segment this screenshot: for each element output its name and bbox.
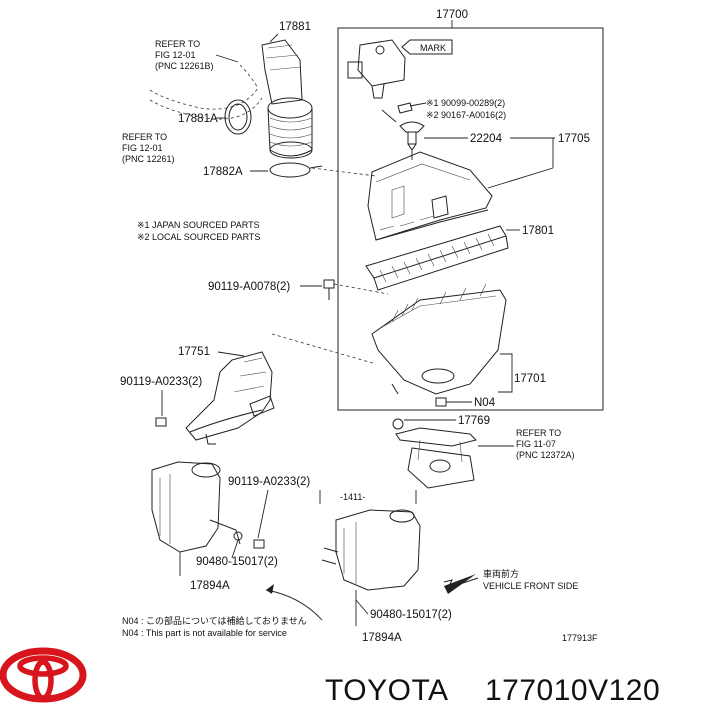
refer1-line2: FIG 12-01 — [155, 50, 196, 60]
refer1-line3: (PNC 12261B) — [155, 61, 214, 71]
label-17882A: 17882A — [203, 166, 243, 178]
refer2-line1: REFER TO — [122, 132, 167, 142]
brand-name: TOYOTA — [325, 674, 449, 707]
refer3-line3: (PNC 12372A) — [516, 450, 575, 460]
intake-hose-phantom — [149, 64, 263, 120]
label-17881A: 17881A — [178, 113, 218, 125]
label-90119-A0233-b: 90119-A0233(2) — [228, 476, 310, 488]
label-17769: 17769 — [458, 415, 490, 427]
vehicle-front-arrow — [444, 574, 476, 594]
label-90119-A0233-a: 90119-A0233(2) — [120, 376, 202, 388]
filter-element-17801 — [365, 225, 509, 291]
intake-duct-17881 — [261, 39, 313, 159]
direction-arrow — [266, 584, 274, 594]
label-90167: ※2 90167-A0016(2) — [426, 110, 506, 120]
label-22204: 22204 — [470, 133, 503, 145]
label-90480-b: 90480-15017(2) — [370, 609, 452, 621]
label-17801: 17801 — [522, 225, 554, 237]
refer2-line2: FIG 12-01 — [122, 143, 163, 153]
label-17705: 17705 — [558, 133, 590, 145]
clamp-17882A — [269, 162, 311, 178]
part-number: 177010V120 — [485, 674, 660, 707]
toyota-logo — [0, 647, 87, 703]
note-local-sourced: ※2 LOCAL SOURCED PARTS — [137, 232, 260, 242]
label-front-en: VEHICLE FRONT SIDE — [483, 581, 578, 591]
label-17894A-b: 17894A — [362, 632, 402, 644]
label-17751: 17751 — [178, 346, 210, 358]
label-17881: 17881 — [279, 21, 311, 33]
note-japan-sourced: ※1 JAPAN SOURCED PARTS — [137, 220, 260, 230]
mount-17769 — [392, 418, 477, 489]
refer1-line1: REFER TO — [155, 39, 200, 49]
label-90480-a: 90480-15017(2) — [196, 556, 278, 568]
label-17700: 17700 — [436, 9, 468, 21]
label-front-jp: 車両前方 — [483, 568, 519, 579]
label-17894A-a: 17894A — [190, 580, 230, 592]
grommet-90480-a — [233, 531, 243, 541]
label-mark: MARK — [420, 43, 446, 53]
label-90099: ※1 90099-00289(2) — [426, 98, 505, 108]
note-n04-jp: N04 : この部品については補給しておりません — [122, 615, 307, 626]
bolt-90119-A0078 — [323, 279, 335, 300]
air-cleaner-cap-17705 — [367, 151, 493, 241]
dimension-1411: -1411- — [340, 492, 365, 502]
resonator-17894A-right — [321, 509, 421, 591]
air-cleaner-case-17701 — [371, 283, 507, 407]
clip-90119-A0233-a — [155, 417, 167, 427]
sensor-22204 — [399, 121, 425, 151]
label-n04-top: N04 — [474, 397, 496, 409]
air-flow-meter — [347, 39, 406, 99]
label-17701: 17701 — [514, 373, 546, 385]
refer3-line2: FIG 11-07 — [516, 439, 556, 449]
assembly-frame — [337, 27, 604, 411]
label-90119-A0078: 90119-A0078(2) — [208, 281, 290, 293]
resonator-17894A-left — [151, 461, 241, 553]
screw-90099 — [397, 102, 427, 114]
clip-90119-A0233-b — [253, 539, 265, 549]
note-n04-en: N04 : This part is not available for ser… — [122, 628, 287, 638]
refer3-line1: REFER TO — [516, 428, 561, 438]
refer2-line3: (PNC 12261) — [122, 154, 175, 164]
intake-duct-17751 — [185, 351, 275, 445]
figure-code: 177913F — [562, 633, 598, 643]
clamp-17881A — [224, 99, 252, 135]
mark-tag — [401, 39, 453, 55]
